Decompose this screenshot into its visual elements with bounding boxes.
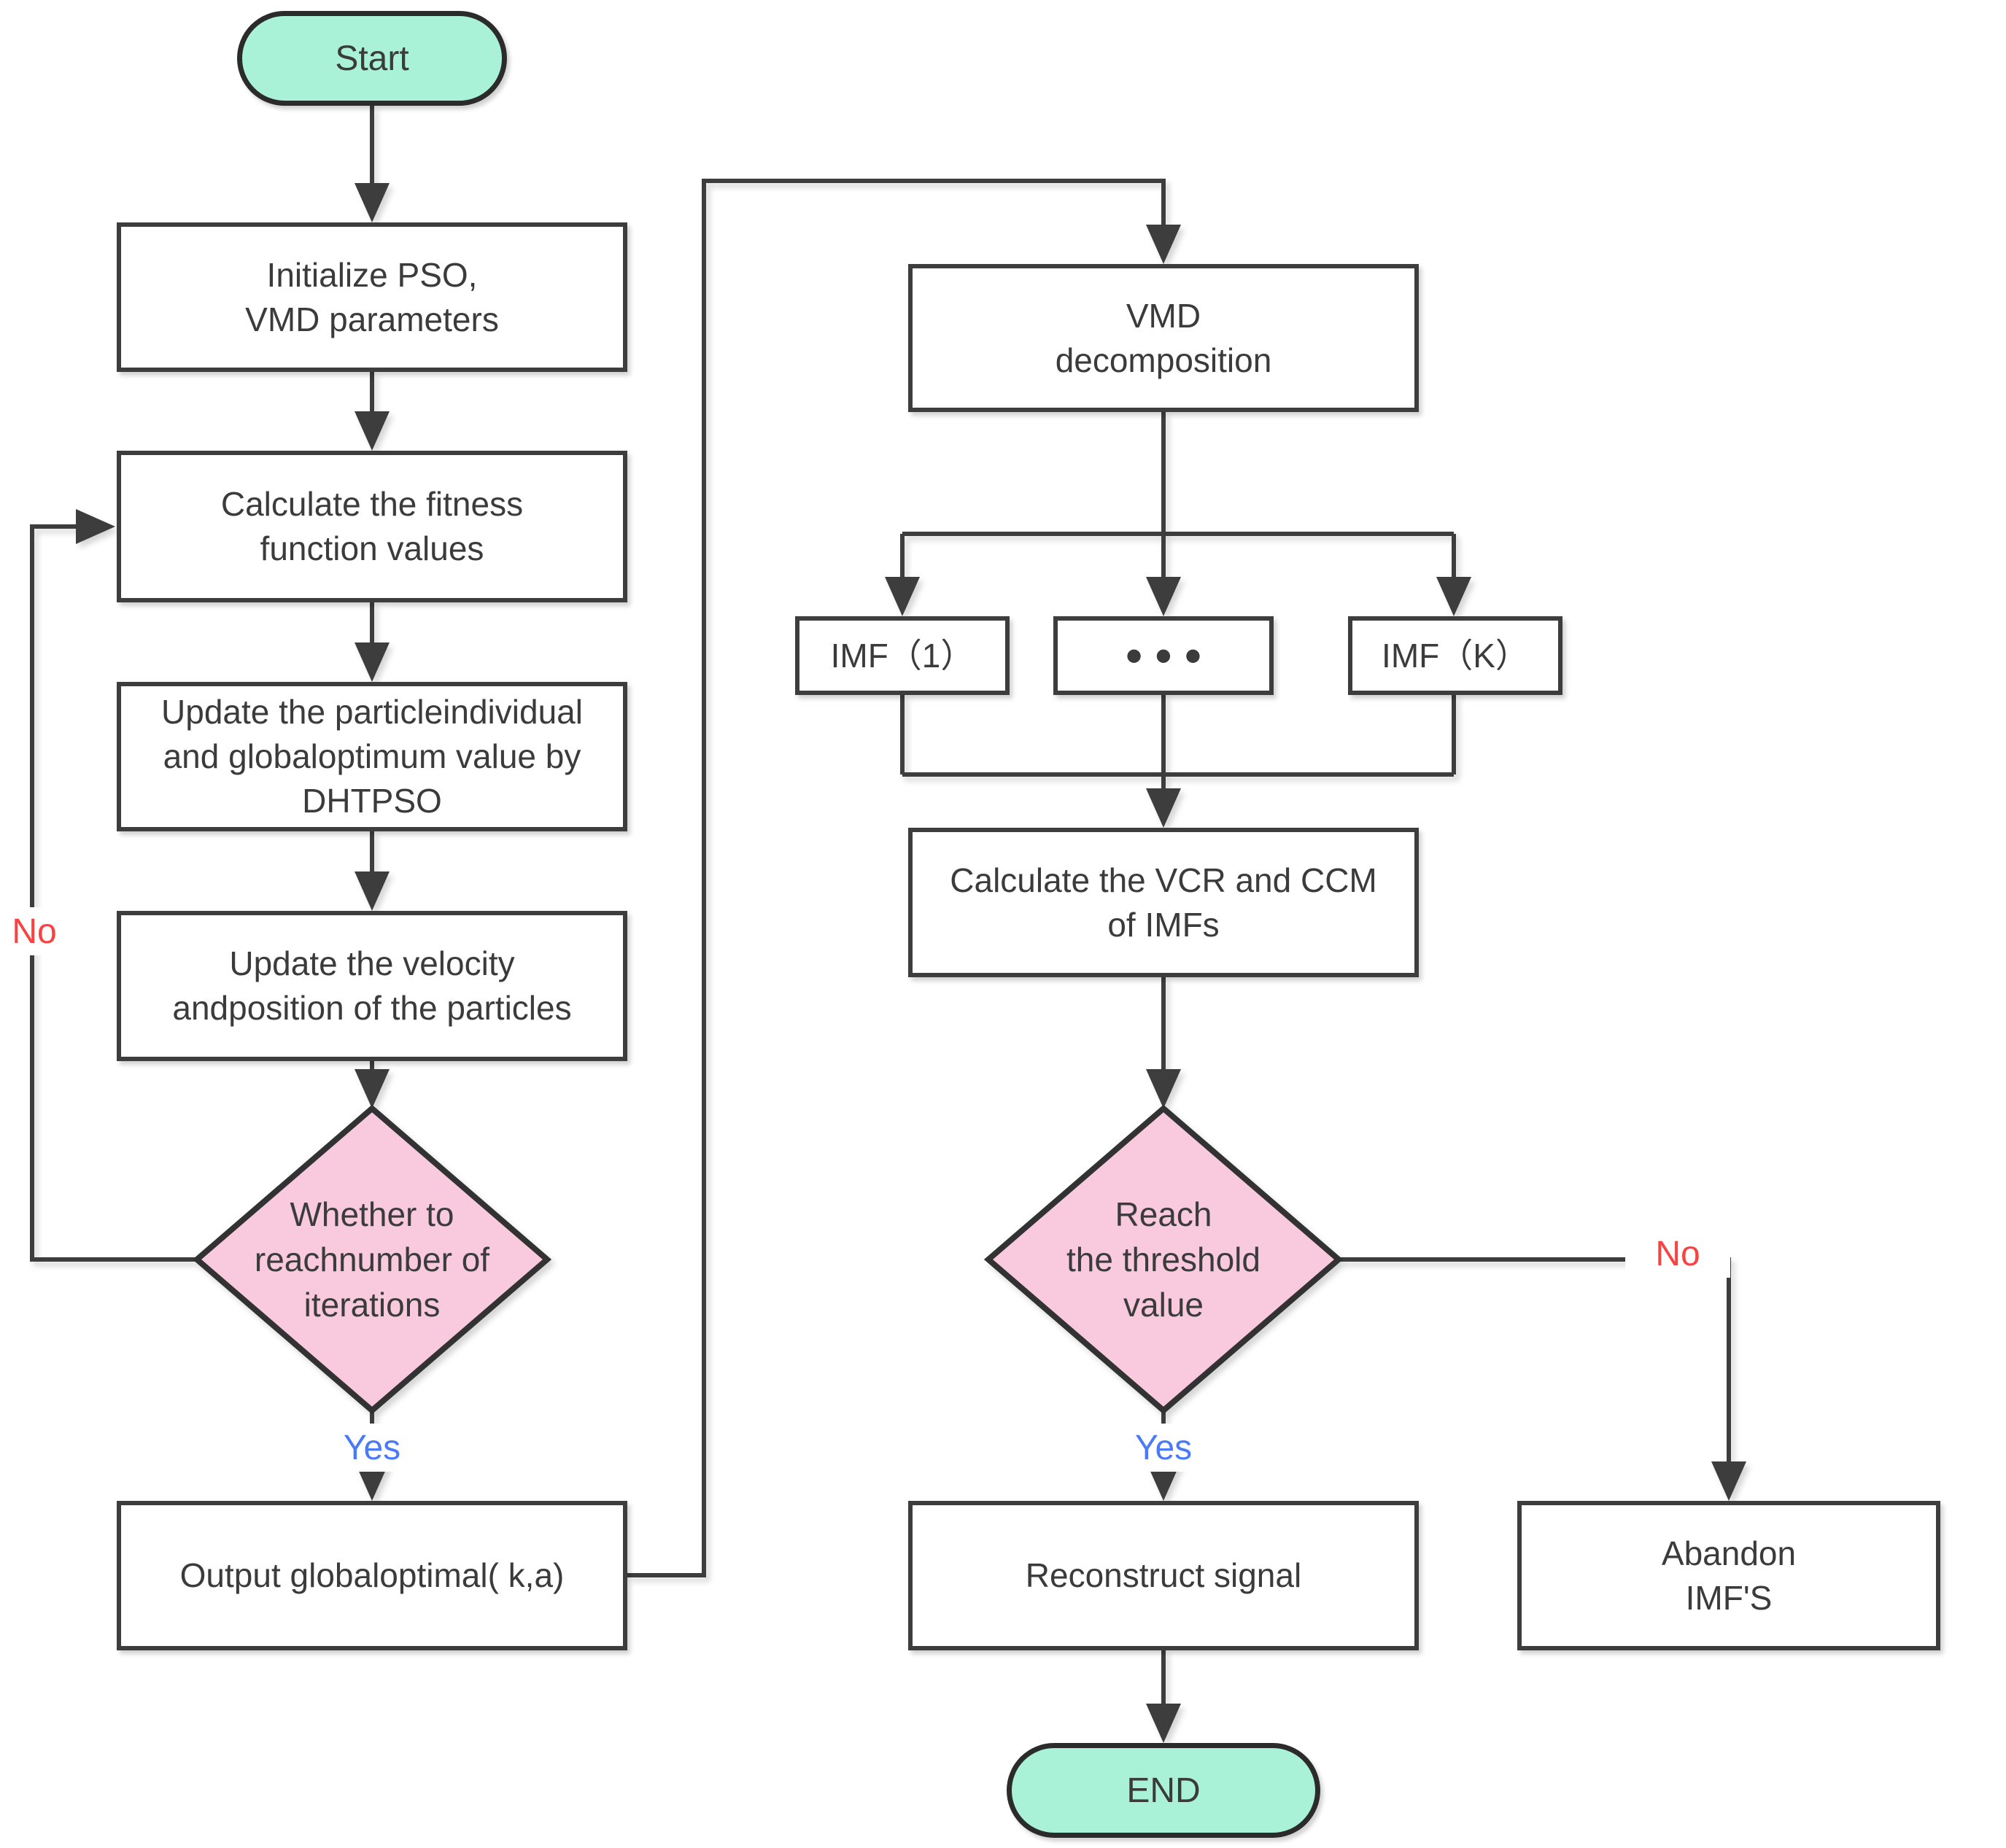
edge-imf-merge: [900, 695, 1456, 777]
node-reconstruct-signal: Reconstruct signal: [908, 1501, 1419, 1650]
node-update-optimum-dhtpso: Update the particleindividual and global…: [117, 682, 627, 831]
node-output-globaloptimal: Output globaloptimal( k,a): [117, 1501, 627, 1650]
edge-threshold-no-to-abandon: [1339, 1257, 1746, 1501]
threshold-no-label: No: [1625, 1230, 1730, 1278]
iteration-yes-label: Yes: [317, 1424, 427, 1472]
node-imf-ellipsis: •••: [1053, 616, 1274, 695]
threshold-yes-label: Yes: [1109, 1424, 1218, 1472]
node-abandon-imfs: Abandon IMF'S: [1517, 1501, 1940, 1650]
node-initialize-pso-vmd: Initialize PSO, VMD parameters: [117, 222, 627, 372]
iteration-no-label: No: [1, 907, 67, 955]
threshold-decision-label: Reach the threshold value: [1066, 1195, 1260, 1324]
edge-output-to-vmd: [627, 179, 1181, 1577]
iteration-decision-label: Whether to reachnumber of iterations: [254, 1195, 490, 1324]
node-imf-1: IMF（1）: [795, 616, 1010, 695]
node-vmd-decomposition: VMD decomposition: [908, 264, 1419, 412]
threshold-decision-diamond: [983, 1104, 1344, 1415]
start-terminator: Start: [237, 11, 507, 106]
end-terminator: END: [1007, 1743, 1320, 1838]
edge-vmd-splitter: [902, 412, 1454, 536]
node-calculate-vcr-ccm: Calculate the VCR and CCM of IMFs: [908, 828, 1419, 977]
node-update-velocity-position: Update the velocity andposition of the p…: [117, 911, 627, 1061]
node-calculate-fitness: Calculate the fitness function values: [117, 451, 627, 602]
node-imf-k: IMF（K）: [1348, 616, 1562, 695]
edge-iter-no-loop: [30, 509, 197, 1262]
iteration-decision-diamond: [192, 1104, 552, 1415]
